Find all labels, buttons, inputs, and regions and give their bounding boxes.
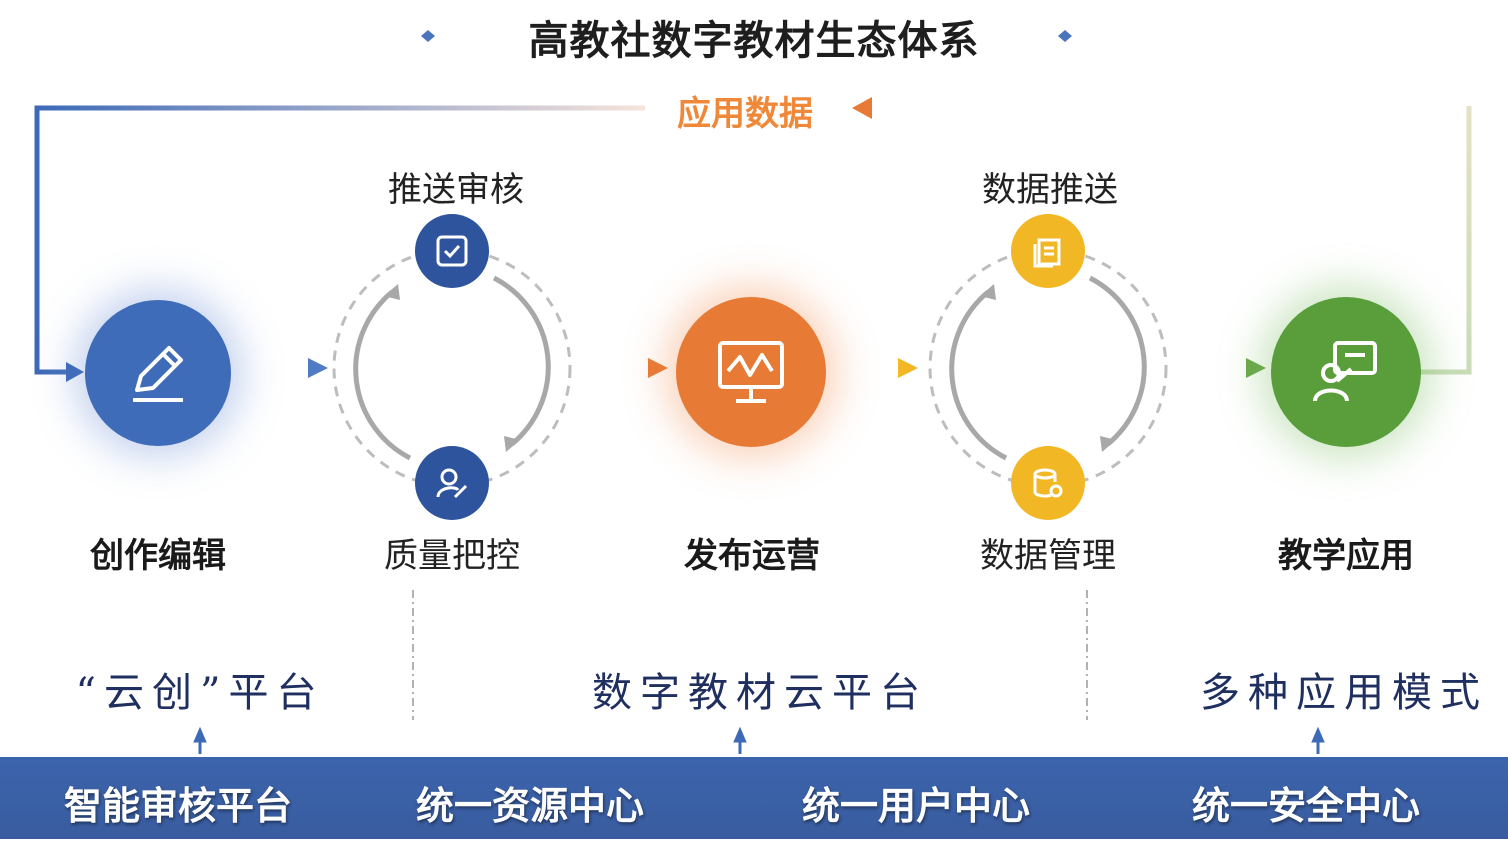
stage-create-edit-node — [85, 300, 231, 446]
label-push-review: 推送审核 — [388, 170, 524, 210]
label-data-management: 数据管理 — [980, 536, 1116, 576]
label-teaching: 教学应用 — [1278, 536, 1414, 576]
data-management-node — [1011, 446, 1085, 520]
feedback-label: 应用数据 — [677, 94, 813, 134]
pencil-icon — [133, 346, 183, 402]
document-export-icon — [1033, 238, 1061, 268]
push-review-node — [415, 214, 489, 288]
foundation-smart-review: 智能审核平台 — [64, 784, 293, 828]
checkbox-icon — [436, 235, 468, 267]
label-quality-control: 质量把控 — [384, 536, 520, 576]
quality-control-node — [415, 446, 489, 520]
user-edit-icon — [436, 468, 468, 499]
diagram-title: 高教社数字教材生态体系 — [528, 18, 980, 64]
database-gear-icon — [1033, 468, 1063, 498]
teacher-board-icon — [1313, 341, 1377, 402]
platform-cloud-create: “云创”平台 — [75, 670, 325, 716]
stage-publish-node — [676, 297, 826, 447]
data-push-node — [1011, 214, 1085, 288]
foundation-user-center: 统一用户中心 — [802, 784, 1031, 828]
monitor-chart-icon — [718, 341, 784, 403]
platform-application-modes: 多种应用模式 — [1200, 670, 1488, 716]
foundation-bar: 智能审核平台 统一资源中心 统一用户中心 统一安全中心 — [0, 757, 1508, 839]
stage-teaching-node — [1271, 297, 1421, 447]
label-data-push: 数据推送 — [982, 170, 1118, 210]
foundation-security-center: 统一安全中心 — [1192, 784, 1421, 828]
label-create-edit: 创作编辑 — [90, 536, 226, 576]
foundation-resource-center: 统一资源中心 — [416, 784, 645, 828]
label-publish: 发布运营 — [684, 536, 820, 576]
platform-digital-textbook-cloud: 数字教材云平台 — [592, 670, 928, 716]
